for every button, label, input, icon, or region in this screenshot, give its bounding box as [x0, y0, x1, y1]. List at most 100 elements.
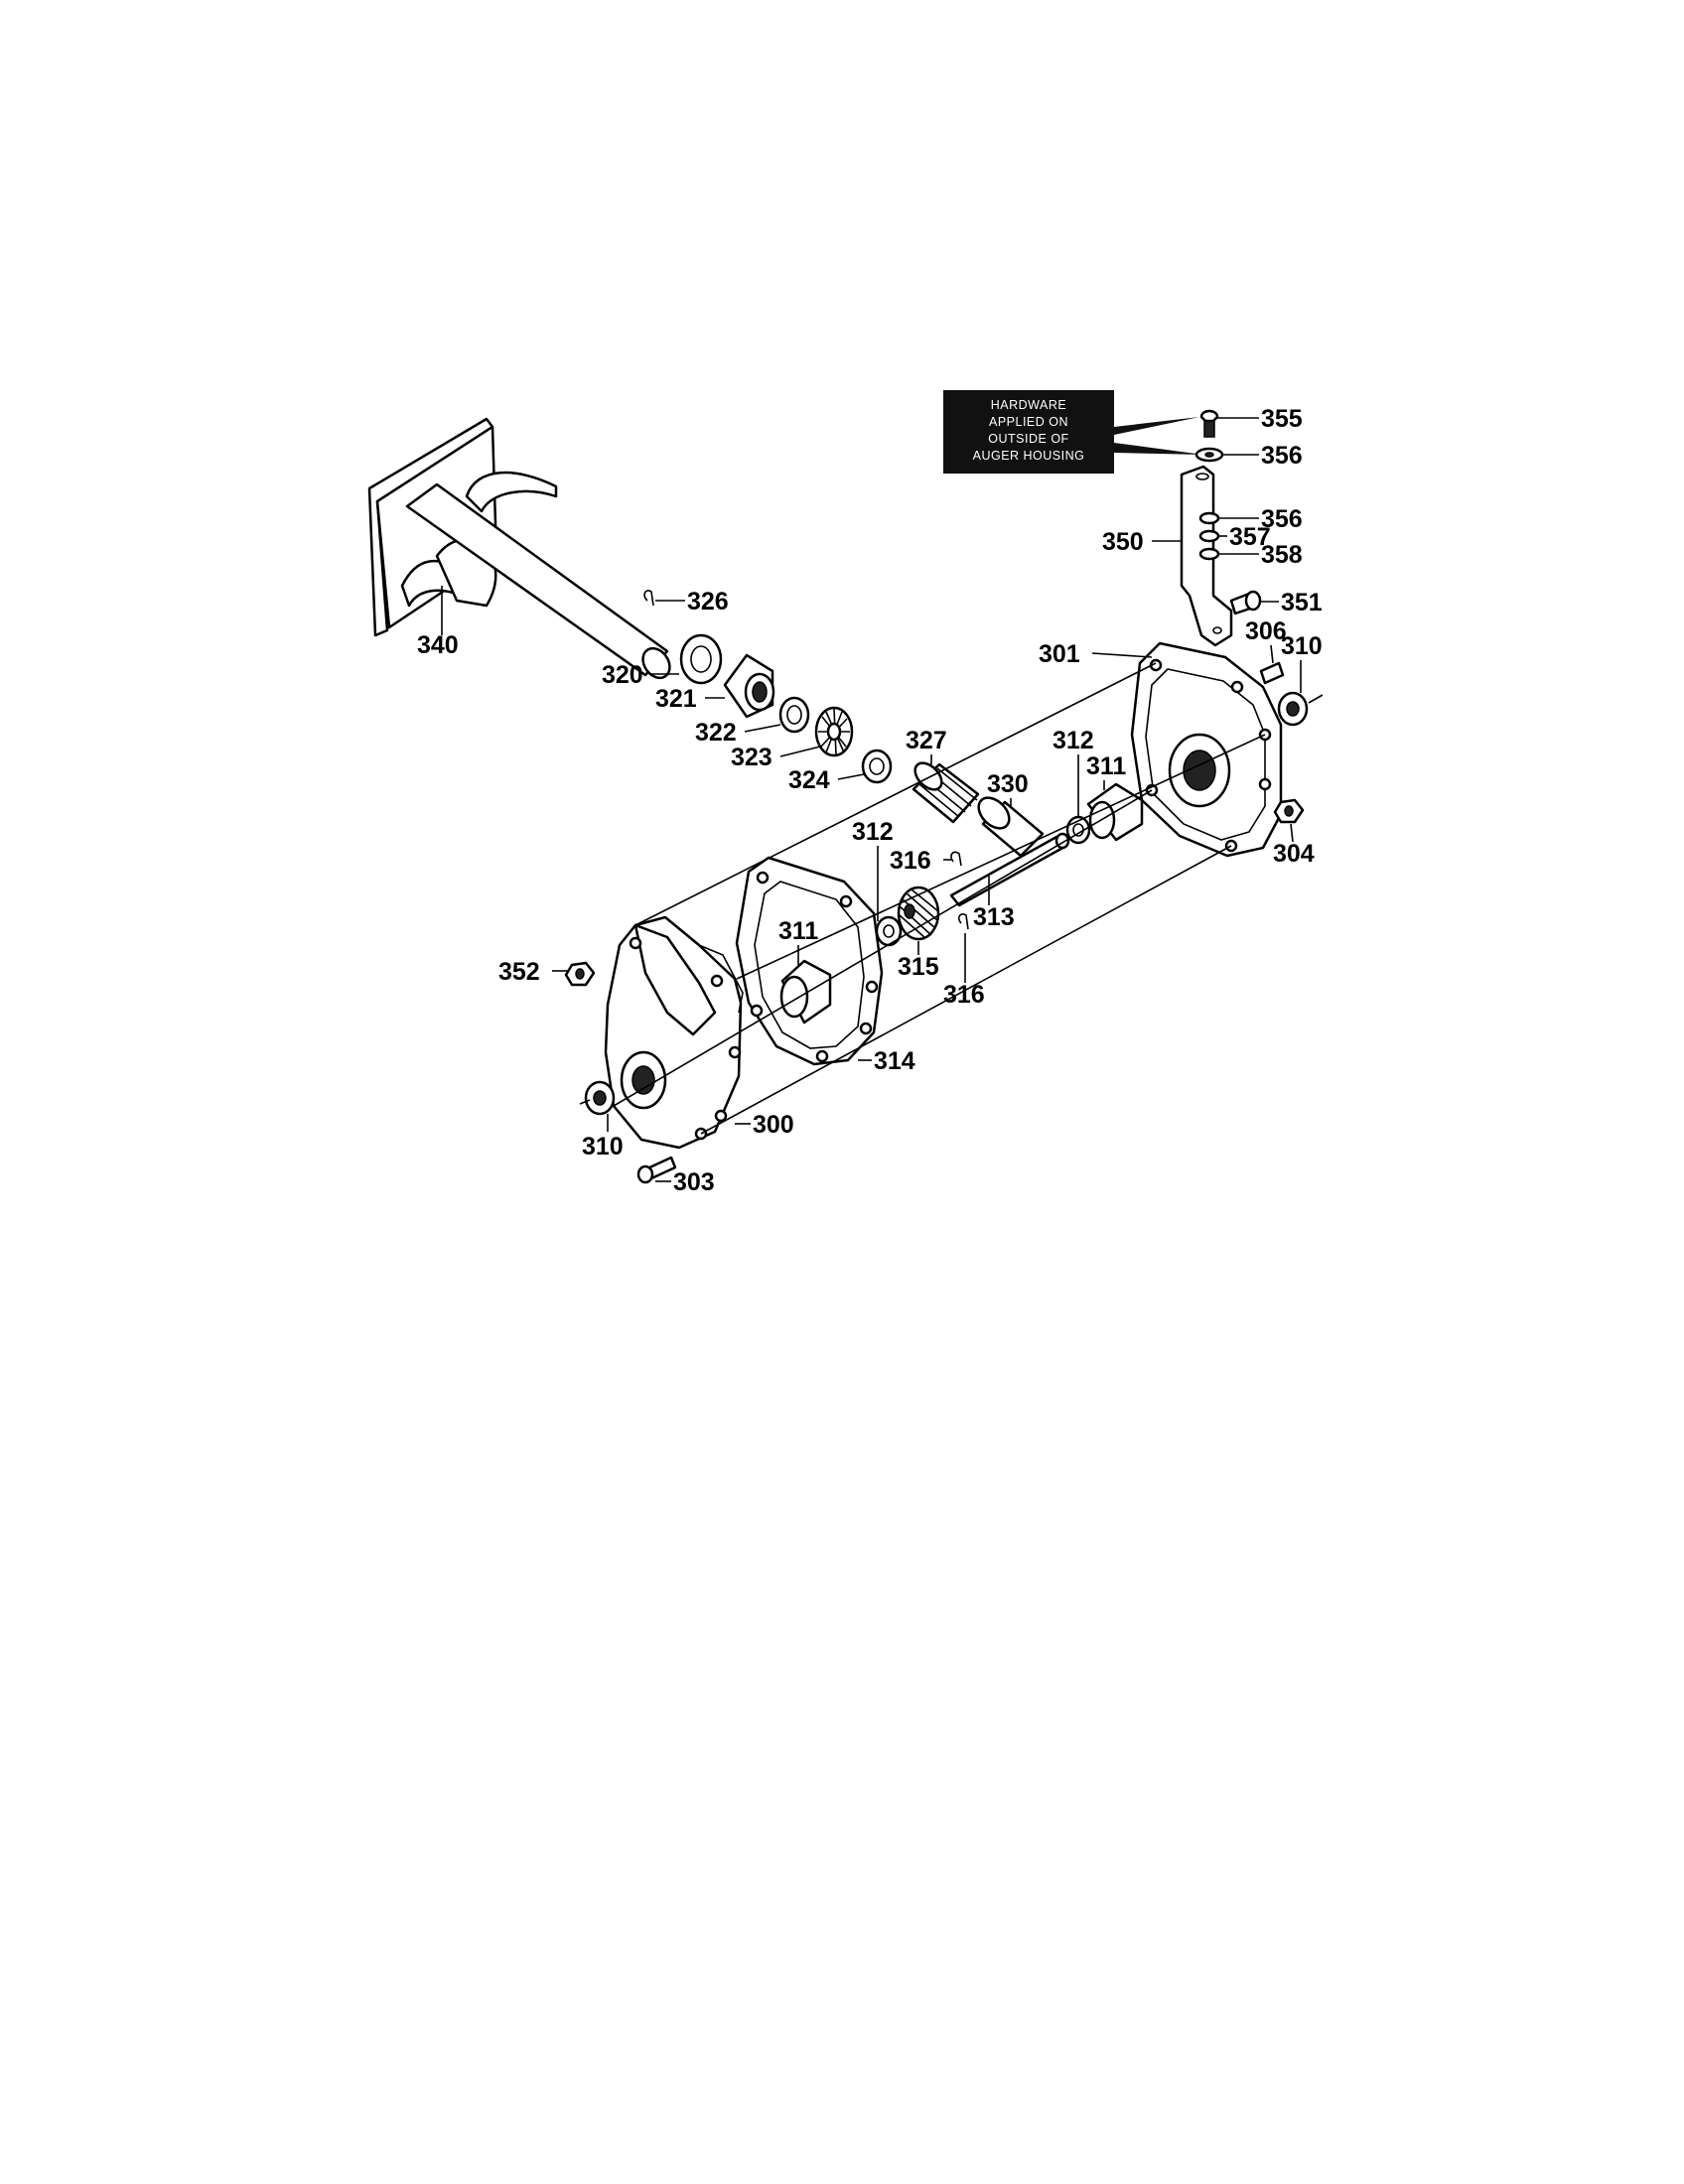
washer-322: [778, 696, 810, 734]
label-316b: 316: [943, 981, 985, 1009]
note-line-4: AUGER HOUSING: [973, 449, 1085, 463]
roll-pin-326: [643, 590, 654, 607]
bearing-310-right-bore: [1286, 701, 1300, 717]
gasket-hole-5: [815, 1049, 829, 1063]
bearing-310-left-bore: [593, 1090, 607, 1106]
nut-304-hole: [1284, 805, 1294, 817]
label-300: 300: [753, 1111, 794, 1139]
worm-gear-327: [912, 754, 980, 824]
bracket-hardware: [1152, 409, 1279, 647]
impeller-blade-upper: [465, 471, 558, 513]
leader-304: [1290, 823, 1294, 843]
label-323: 323: [731, 744, 772, 771]
gasket-hole-6: [750, 1004, 764, 1018]
label-324: 324: [788, 766, 830, 794]
roll-pin-316a: [950, 851, 962, 867]
nut-352-hole: [575, 968, 585, 980]
washer-356-lower: [1198, 511, 1220, 525]
label-313: 313: [973, 903, 1015, 931]
label-330: 330: [987, 770, 1029, 798]
washer-312b-hole: [883, 924, 895, 938]
housing-300-rib: [633, 923, 717, 1036]
housing-300-bolt-hole-3: [728, 1045, 742, 1059]
worm-end-face: [913, 761, 943, 791]
label-352: 352: [498, 958, 540, 986]
note-line-2: APPLIED ON: [989, 415, 1068, 429]
label-327: 327: [906, 727, 947, 754]
label-356b: 356: [1261, 505, 1303, 533]
housing-301-bolt-hole-2: [1230, 680, 1244, 694]
note-box: [943, 390, 1114, 474]
impeller-assembly: [367, 417, 671, 680]
label-312b: 312: [852, 818, 894, 846]
gearbox-housing-right-301: [1091, 641, 1324, 858]
note-pointer-lower: [1114, 443, 1203, 455]
label-322: 322: [695, 719, 737, 747]
hardware-note: HARDWARE APPLIED ON OUTSIDE OF AUGER HOU…: [943, 390, 1203, 474]
leader-322: [744, 724, 781, 733]
shaft-stub-right: [1308, 694, 1324, 704]
label-311a: 311: [1086, 752, 1126, 780]
label-301: 301: [1039, 640, 1080, 668]
washer-324-hole: [869, 757, 885, 775]
gear-shaft-parts: [875, 754, 1144, 983]
label-310a: 310: [1281, 632, 1323, 660]
gasket-hole-2: [839, 894, 853, 908]
label-355: 355: [1261, 405, 1303, 433]
vent-plug-306: [1259, 661, 1285, 685]
note-line-1: HARDWARE: [991, 398, 1066, 412]
leader-324: [837, 773, 865, 780]
leader-323: [779, 746, 821, 757]
washer-356-top-hole: [1204, 452, 1214, 458]
label-312a: 312: [1052, 727, 1094, 754]
gasket-hole-3: [865, 980, 879, 994]
label-311b: 311: [778, 917, 818, 945]
washer-322-hole: [786, 705, 802, 725]
bearing-321-bore: [752, 681, 768, 703]
label-304: 304: [1273, 840, 1315, 868]
part-labels: 355 356 356 357 358 350 351 340 326 320 …: [417, 405, 1323, 1196]
housing-300-edge: [698, 944, 744, 1014]
label-321: 321: [655, 685, 697, 713]
bracket-350-hole-bottom: [1212, 626, 1222, 634]
gasket-hole-4: [859, 1022, 873, 1035]
alignment-lines: [613, 662, 1266, 1135]
label-326: 326: [687, 588, 729, 615]
auger-shaft-end: [641, 646, 671, 680]
lock-washer-357: [1198, 529, 1220, 543]
label-303: 303: [673, 1168, 715, 1196]
leader-301: [1091, 652, 1153, 658]
label-315: 315: [898, 953, 939, 981]
washer-320-hole: [690, 645, 712, 673]
housing-300-bolt-hole-2: [710, 974, 724, 988]
label-357: 357: [1229, 523, 1271, 551]
housing-300-bore-inner: [632, 1065, 655, 1095]
note-line-3: OUTSIDE OF: [988, 432, 1068, 446]
screw-303-head: [636, 1164, 654, 1184]
bolt-355-head: [1199, 409, 1219, 423]
washer-324: [861, 749, 893, 784]
spacer-330-face: [977, 796, 1011, 830]
label-316a: 316: [890, 847, 931, 875]
label-350: 350: [1102, 528, 1144, 556]
washer-320: [679, 633, 723, 685]
label-306: 306: [1245, 617, 1287, 645]
roll-pin-316b: [958, 913, 969, 930]
bolt-351-head: [1244, 590, 1262, 612]
bearing-311b-face: [779, 975, 809, 1019]
label-320: 320: [602, 661, 643, 689]
housing-300-bolt-hole-1: [629, 936, 642, 950]
bolt-355-shank: [1203, 420, 1215, 438]
gasket-hole-1: [756, 871, 770, 885]
note-pointer-upper: [1114, 417, 1199, 435]
housing-301-bolt-hole-4: [1258, 777, 1272, 791]
shaft-hardware: [643, 590, 893, 784]
nut-358: [1198, 547, 1220, 561]
label-310b: 310: [582, 1133, 624, 1160]
bracket-350-hole-top: [1195, 473, 1209, 480]
thrust-bearing-323-hole: [826, 722, 842, 742]
gear-315-hub: [904, 903, 915, 919]
shaft-stub-left: [579, 1099, 591, 1105]
label-358: 358: [1261, 541, 1303, 569]
